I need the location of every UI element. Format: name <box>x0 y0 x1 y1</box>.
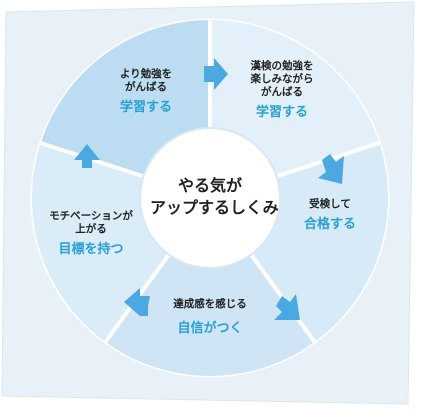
center-label: やる気が アップするしくみ <box>150 175 279 219</box>
segment-bottom-fill <box>105 198 315 376</box>
segment-left-title: 目標を持つ <box>58 242 124 257</box>
center-title-line1: やる気が <box>177 176 242 195</box>
segment-right-text1: 受検して <box>309 198 351 210</box>
segment-top-left-title: 学習する <box>119 100 172 115</box>
segment-top-right-label: 漢検の勉強を 楽しみながら がんばる 学習する <box>234 60 330 121</box>
arrow-left-icon <box>74 144 100 168</box>
segment-left-text2: 上がる <box>75 223 107 235</box>
segment-right-title: 合格する <box>303 217 356 232</box>
arrow-bottom-left-icon <box>124 288 150 316</box>
segment-bottom-text1: 達成感を感じる <box>173 298 247 310</box>
segment-top-right-text1: 漢検の勉強を <box>250 60 314 72</box>
arrow-top-icon <box>204 58 228 90</box>
center-title-line2: アップするしくみ <box>150 198 279 217</box>
cycle-arrows <box>74 58 344 320</box>
segment-bottom-title: 自信がつく <box>177 321 243 336</box>
arrow-bottom-right-icon <box>274 294 300 320</box>
segment-right-label: 受検して 合格する <box>290 198 370 233</box>
arrow-right-icon <box>318 154 344 184</box>
center-circle <box>139 127 281 269</box>
segment-left-label: モチベーションが 上がる 目標を持つ <box>36 210 146 258</box>
segment-top-right-text2: 楽しみながら <box>250 73 314 85</box>
segment-top-right-text3: がんばる <box>261 86 303 98</box>
segment-top-left-text2: がんばる <box>125 81 167 93</box>
segment-top-right-title: 学習する <box>255 105 308 120</box>
segment-left-text1: モチベーションが <box>49 210 133 222</box>
segment-top-left-label: より勉強を がんばる 学習する <box>98 68 194 116</box>
segment-bottom-label: 達成感を感じる 自信がつく <box>160 298 260 337</box>
segment-top-left-text1: より勉強を <box>119 68 173 80</box>
